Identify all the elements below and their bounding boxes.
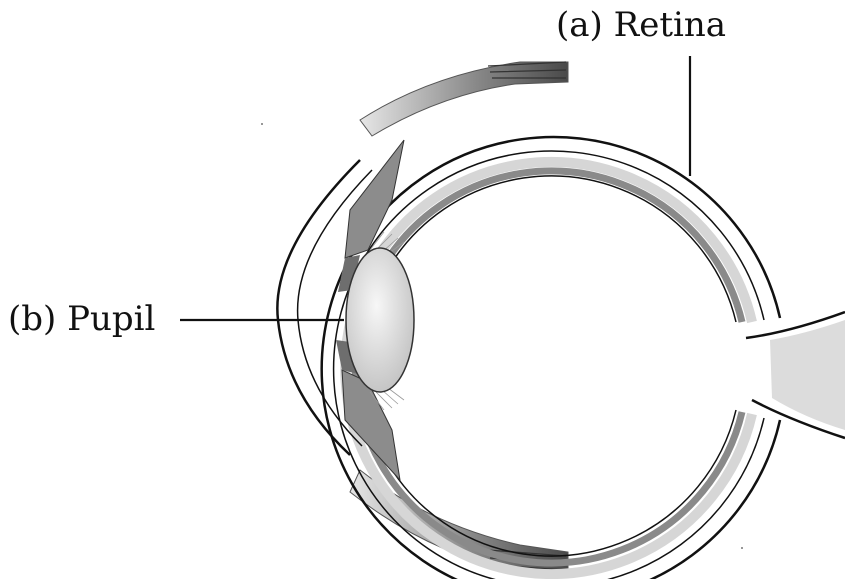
pupil-label: (b) Pupil [8,302,155,336]
retina-inner-line [361,176,736,556]
stray-mark [261,123,263,125]
stray-mark [741,547,743,549]
lens [346,248,414,392]
choroid [345,162,752,574]
retina-label: (a) Retina [556,8,726,42]
upper-muscle [360,62,568,136]
optic-nerve [746,312,845,438]
